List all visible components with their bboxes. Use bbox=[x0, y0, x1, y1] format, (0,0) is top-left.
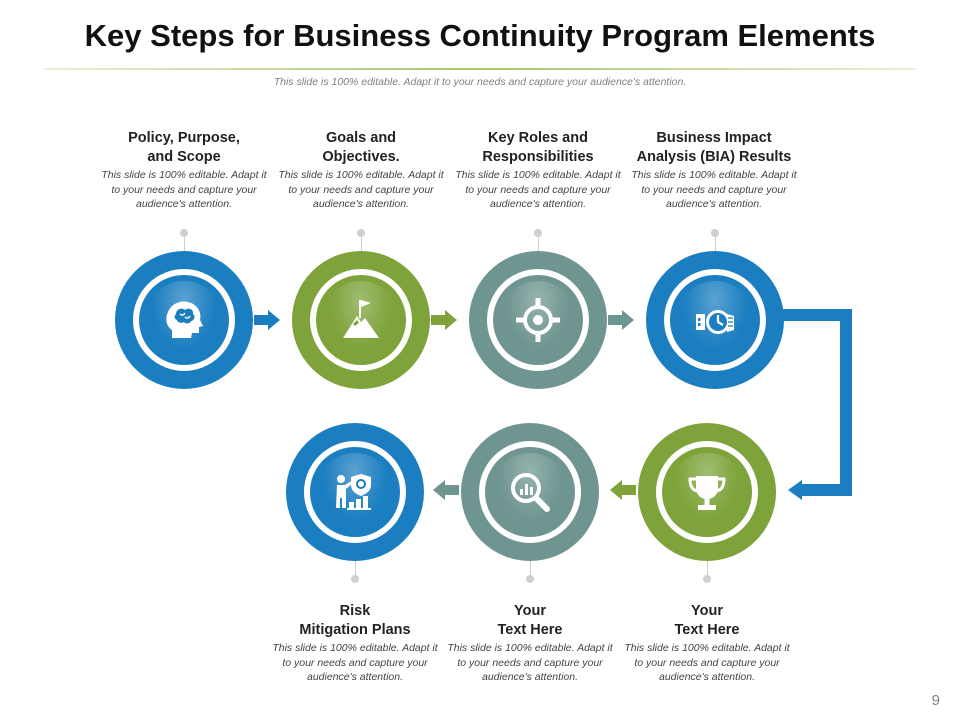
step-card-5: Your Text Here This slide is 100% editab… bbox=[622, 602, 792, 685]
mountain-flag-icon bbox=[343, 300, 379, 338]
step-circle-6 bbox=[461, 423, 599, 561]
connector-stem bbox=[715, 236, 716, 252]
title-divider bbox=[44, 68, 916, 70]
hand-clock-icon bbox=[696, 310, 734, 334]
step-circle-1 bbox=[115, 251, 253, 389]
step-body: This slide is 100% editable. Adapt it to… bbox=[631, 169, 797, 210]
step-body: This slide is 100% editable. Adapt it to… bbox=[447, 642, 613, 683]
step-heading: Goals and Objectives. bbox=[322, 130, 400, 165]
step-circle-2 bbox=[292, 251, 430, 389]
step-body: This slide is 100% editable. Adapt it to… bbox=[455, 169, 621, 210]
connector-dot bbox=[357, 229, 365, 237]
connector-stem bbox=[355, 561, 356, 577]
flow-arrow-right bbox=[254, 310, 280, 335]
target-icon bbox=[516, 298, 560, 342]
flow-arrow-left bbox=[433, 480, 459, 505]
person-shield-icon bbox=[336, 474, 371, 510]
step-body: This slide is 100% editable. Adapt it to… bbox=[101, 169, 267, 210]
connector-stem bbox=[184, 236, 185, 252]
slide-subtitle: This slide is 100% editable. Adapt it to… bbox=[273, 76, 687, 88]
step-heading: Business Impact Analysis (BIA) Results bbox=[636, 130, 792, 165]
connector-stem bbox=[361, 236, 362, 252]
connector-stem bbox=[707, 561, 708, 577]
step-card-7: Risk Mitigation Plans This slide is 100%… bbox=[270, 602, 440, 685]
step-heading: Your Text Here bbox=[497, 603, 563, 638]
step-circle-3 bbox=[469, 251, 607, 389]
connector-stem bbox=[530, 561, 531, 577]
step-card-6: Your Text Here This slide is 100% editab… bbox=[445, 602, 615, 685]
step-heading: Key Roles and Responsibilities bbox=[482, 130, 594, 165]
connector-dot bbox=[526, 575, 534, 583]
connector-dot bbox=[534, 229, 542, 237]
step-body: This slide is 100% editable. Adapt it to… bbox=[624, 642, 790, 683]
step-card-1: Policy, Purpose, and Scope This slide is… bbox=[99, 129, 269, 212]
slide-title: Key Steps for Business Continuity Progra… bbox=[84, 18, 876, 53]
connector-dot bbox=[711, 229, 719, 237]
flow-arrow-right bbox=[431, 310, 457, 335]
step-body: This slide is 100% editable. Adapt it to… bbox=[272, 642, 438, 683]
head-brain-icon bbox=[166, 301, 203, 338]
connector-stem bbox=[538, 236, 539, 252]
connector-dot bbox=[703, 575, 711, 583]
step-card-4: Business Impact Analysis (BIA) Results T… bbox=[629, 129, 799, 212]
step-body: This slide is 100% editable. Adapt it to… bbox=[278, 169, 444, 210]
page-number: 9 bbox=[931, 692, 940, 709]
trophy-icon bbox=[688, 476, 726, 510]
step-card-2: Goals and Objectives. This slide is 100%… bbox=[276, 129, 446, 212]
step-circle-5 bbox=[638, 423, 776, 561]
step-circle-7 bbox=[286, 423, 424, 561]
step-circle-4 bbox=[646, 251, 784, 389]
connector-dot bbox=[180, 229, 188, 237]
step-heading: Risk Mitigation Plans bbox=[299, 603, 411, 638]
step-heading: Policy, Purpose, and Scope bbox=[128, 130, 240, 165]
magnifier-chart-icon bbox=[511, 473, 550, 512]
connector-dot bbox=[351, 575, 359, 583]
step-card-3: Key Roles and Responsibilities This slid… bbox=[453, 129, 623, 212]
step-heading: Your Text Here bbox=[674, 603, 740, 638]
flow-arrow-right bbox=[608, 310, 634, 335]
flow-arrow-left bbox=[610, 480, 636, 505]
